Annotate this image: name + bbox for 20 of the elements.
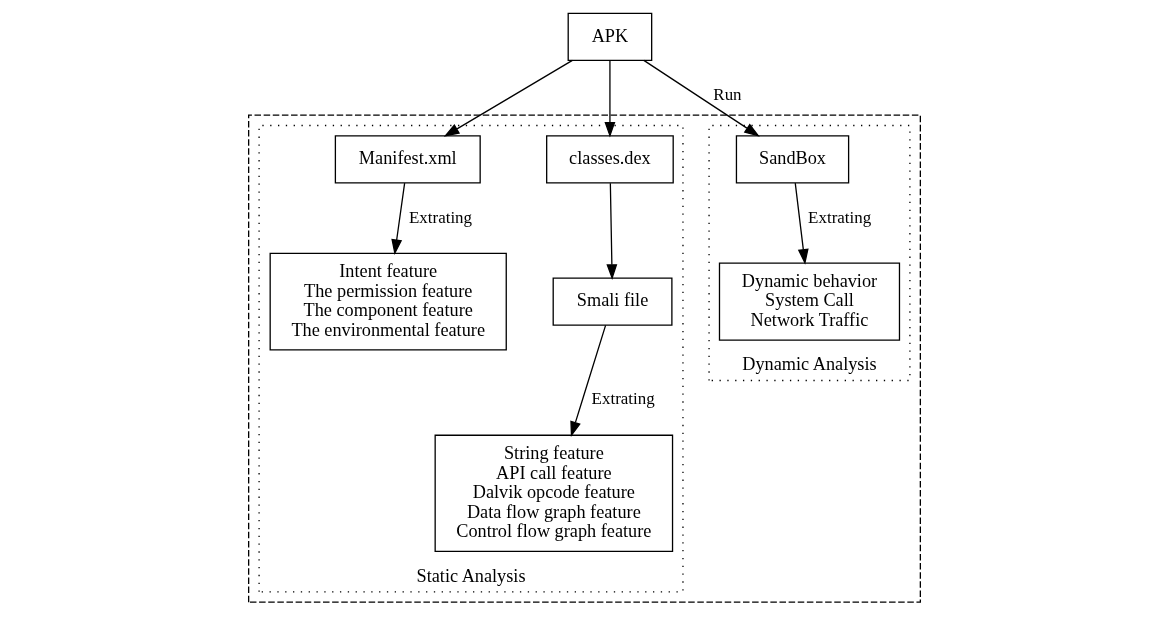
arrow <box>643 59 760 137</box>
arrow <box>794 182 809 265</box>
node-box: Manifest.xml <box>334 135 481 184</box>
node-box: Smali file <box>552 277 673 326</box>
arrow <box>391 182 406 255</box>
arrow <box>604 60 616 138</box>
node-box: String feature API call feature Dalvik opcode feature Data flow graph feature Control flow graph feature <box>434 434 674 552</box>
node-box: Dynamic behavior System Call Network Traffic <box>718 262 901 341</box>
edge-label: Extrating <box>591 389 655 409</box>
node-box: classes.dex <box>546 135 674 184</box>
node-box: Intent feature The permission feature The component feature The environmental feature <box>269 252 507 351</box>
cluster <box>248 114 921 603</box>
node-box: SandBox <box>735 135 850 184</box>
edge-label: Extrating <box>808 207 872 227</box>
edge-label: Run <box>713 84 742 104</box>
edge-label: Extrating <box>409 207 473 227</box>
arrow <box>570 324 607 438</box>
arrow <box>606 182 618 280</box>
arrow <box>443 59 574 137</box>
node-box: APK <box>567 12 653 61</box>
